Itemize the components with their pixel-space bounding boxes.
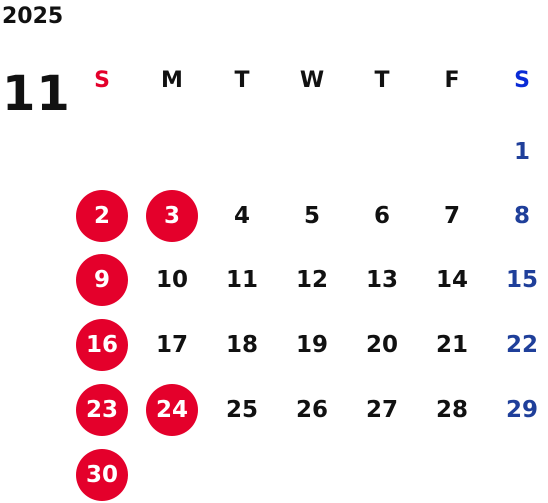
weekday-header-thu: T xyxy=(374,68,390,93)
date-number: 18 xyxy=(225,332,258,358)
date-number: 4 xyxy=(233,203,250,229)
day-cell[interactable]: 2 xyxy=(67,188,137,244)
holiday-date-number: 23 xyxy=(76,384,128,436)
day-cell[interactable]: 15 xyxy=(487,252,548,308)
holiday-date-number: 30 xyxy=(76,449,128,501)
holiday-date-number: 24 xyxy=(146,384,198,436)
date-number: 7 xyxy=(443,203,460,229)
date-number: 27 xyxy=(365,397,398,423)
day-cell[interactable]: 30 xyxy=(67,447,137,503)
holiday-date-number: 16 xyxy=(76,319,128,371)
date-number: 28 xyxy=(435,397,468,423)
date-number: 29 xyxy=(505,397,538,423)
day-cell[interactable]: 23 xyxy=(67,382,137,438)
day-cell[interactable]: 14 xyxy=(417,252,487,308)
day-cell[interactable]: 6 xyxy=(347,188,417,244)
day-cell[interactable]: 26 xyxy=(277,382,347,438)
date-number: 17 xyxy=(155,332,188,358)
date-number: 22 xyxy=(505,332,538,358)
day-cell[interactable]: 7 xyxy=(417,188,487,244)
weekday-header-sun: S xyxy=(94,68,110,93)
day-cell[interactable]: 16 xyxy=(67,317,137,373)
day-cell[interactable]: 10 xyxy=(137,252,207,308)
day-cell[interactable]: 20 xyxy=(347,317,417,373)
day-cell[interactable]: 13 xyxy=(347,252,417,308)
weekday-header-tue: T xyxy=(234,68,250,93)
day-cell[interactable]: 21 xyxy=(417,317,487,373)
day-cell[interactable]: 4 xyxy=(207,188,277,244)
weekday-header-mon: M xyxy=(161,68,183,93)
day-cell[interactable]: 25 xyxy=(207,382,277,438)
date-number: 14 xyxy=(435,267,468,293)
date-number: 12 xyxy=(295,267,328,293)
day-cell[interactable]: 24 xyxy=(137,382,207,438)
day-cell[interactable]: 12 xyxy=(277,252,347,308)
year-label: 2025 xyxy=(2,4,64,29)
day-cell[interactable]: 3 xyxy=(137,188,207,244)
weekday-header-wed: W xyxy=(299,68,325,93)
day-cell[interactable]: 22 xyxy=(487,317,548,373)
weekday-header-sat: S xyxy=(514,68,530,93)
day-cell[interactable]: 29 xyxy=(487,382,548,438)
day-cell[interactable]: 11 xyxy=(207,252,277,308)
date-number: 11 xyxy=(225,267,258,293)
date-number: 5 xyxy=(303,203,320,229)
date-number: 20 xyxy=(365,332,398,358)
day-cell[interactable]: 9 xyxy=(67,252,137,308)
date-number: 10 xyxy=(155,267,188,293)
holiday-date-number: 9 xyxy=(76,254,128,306)
day-cell[interactable]: 17 xyxy=(137,317,207,373)
holiday-date-number: 2 xyxy=(76,190,128,242)
day-cell[interactable]: 1 xyxy=(487,124,548,180)
month-label: 11 xyxy=(2,66,71,122)
day-cell[interactable]: 5 xyxy=(277,188,347,244)
date-number: 21 xyxy=(435,332,468,358)
date-number: 8 xyxy=(513,203,530,229)
holiday-date-number: 3 xyxy=(146,190,198,242)
date-number: 25 xyxy=(225,397,258,423)
date-number: 15 xyxy=(505,267,538,293)
date-number: 1 xyxy=(513,139,530,165)
date-number: 13 xyxy=(365,267,398,293)
day-cell[interactable]: 28 xyxy=(417,382,487,438)
date-number: 19 xyxy=(295,332,328,358)
weekday-header-fri: F xyxy=(444,68,460,93)
day-cell[interactable]: 27 xyxy=(347,382,417,438)
day-cell[interactable]: 18 xyxy=(207,317,277,373)
day-cell[interactable]: 8 xyxy=(487,188,548,244)
date-number: 26 xyxy=(295,397,328,423)
date-number: 6 xyxy=(373,203,390,229)
day-cell[interactable]: 19 xyxy=(277,317,347,373)
